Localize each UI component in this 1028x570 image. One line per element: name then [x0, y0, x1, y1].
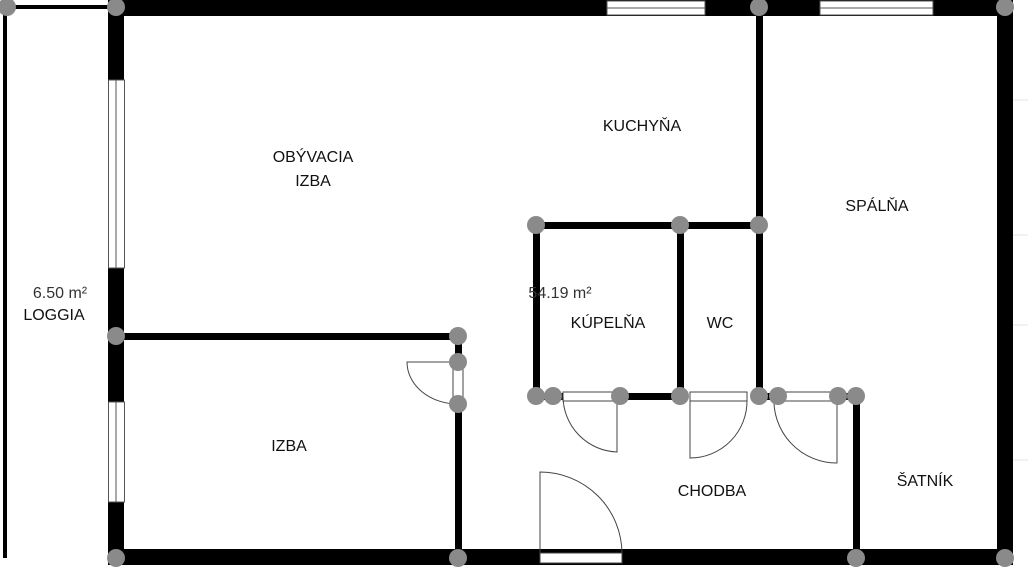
- wall-node-handle[interactable]: [847, 549, 865, 567]
- wall-node-handle[interactable]: [527, 216, 545, 234]
- loggia-railing[interactable]: [3, 5, 116, 558]
- wall-node-handle[interactable]: [750, 387, 768, 405]
- room-label-obyvacia-line2[interactable]: IZBA: [295, 173, 331, 190]
- room-label-kupelna[interactable]: KÚPELŇA: [570, 315, 646, 332]
- wall-node-handle[interactable]: [671, 216, 689, 234]
- wall-node-handle[interactable]: [449, 549, 467, 567]
- wall-node-handle[interactable]: [449, 327, 467, 345]
- wall-node-handle[interactable]: [769, 387, 787, 405]
- wall-node-handle[interactable]: [829, 387, 847, 405]
- wall-node-handle[interactable]: [750, 216, 768, 234]
- wall-node-handle[interactable]: [996, 0, 1014, 16]
- room-label-satnik[interactable]: ŠATNÍK: [896, 473, 954, 490]
- wall-node-handle[interactable]: [847, 387, 865, 405]
- wall-node-handle[interactable]: [671, 387, 689, 405]
- room-label-izba[interactable]: IZBA: [271, 438, 307, 455]
- wall-node-handle[interactable]: [611, 387, 629, 405]
- wall-node-handle[interactable]: [527, 387, 545, 405]
- wall-top: [116, 0, 1005, 16]
- wall-node-handle[interactable]: [107, 327, 125, 345]
- wall-node-handle[interactable]: [750, 0, 768, 16]
- interior-walls[interactable]: [116, 0, 860, 558]
- room-label-kuchyna[interactable]: KUCHYŇA: [602, 118, 682, 135]
- wall-node-handle[interactable]: [996, 549, 1014, 567]
- room-label-loggia[interactable]: LOGGIA: [23, 307, 85, 324]
- wall-node-handle[interactable]: [107, 0, 125, 16]
- grid: [1013, 99, 1028, 461]
- wall-node-handle[interactable]: [449, 395, 467, 413]
- wall-node-handle[interactable]: [0, 0, 16, 16]
- room-label-spalna[interactable]: SPÁLŇA: [845, 198, 909, 215]
- room-label-wc[interactable]: WC: [706, 315, 734, 332]
- windows[interactable]: [108, 0, 934, 503]
- wall-node-handle[interactable]: [107, 549, 125, 567]
- room-label-obyvacia[interactable]: OBÝVACIA: [272, 149, 354, 166]
- loggia-area: 6.50 m²: [32, 285, 88, 302]
- exterior-walls[interactable]: [108, 0, 1013, 565]
- wall-right: [997, 0, 1013, 565]
- wall-node-handle[interactable]: [544, 387, 562, 405]
- wall-node-handle[interactable]: [449, 353, 467, 371]
- doors[interactable]: [406, 361, 838, 564]
- room-label-chodba[interactable]: CHODBA: [677, 483, 747, 500]
- total-area: 54.19 m²: [528, 285, 592, 302]
